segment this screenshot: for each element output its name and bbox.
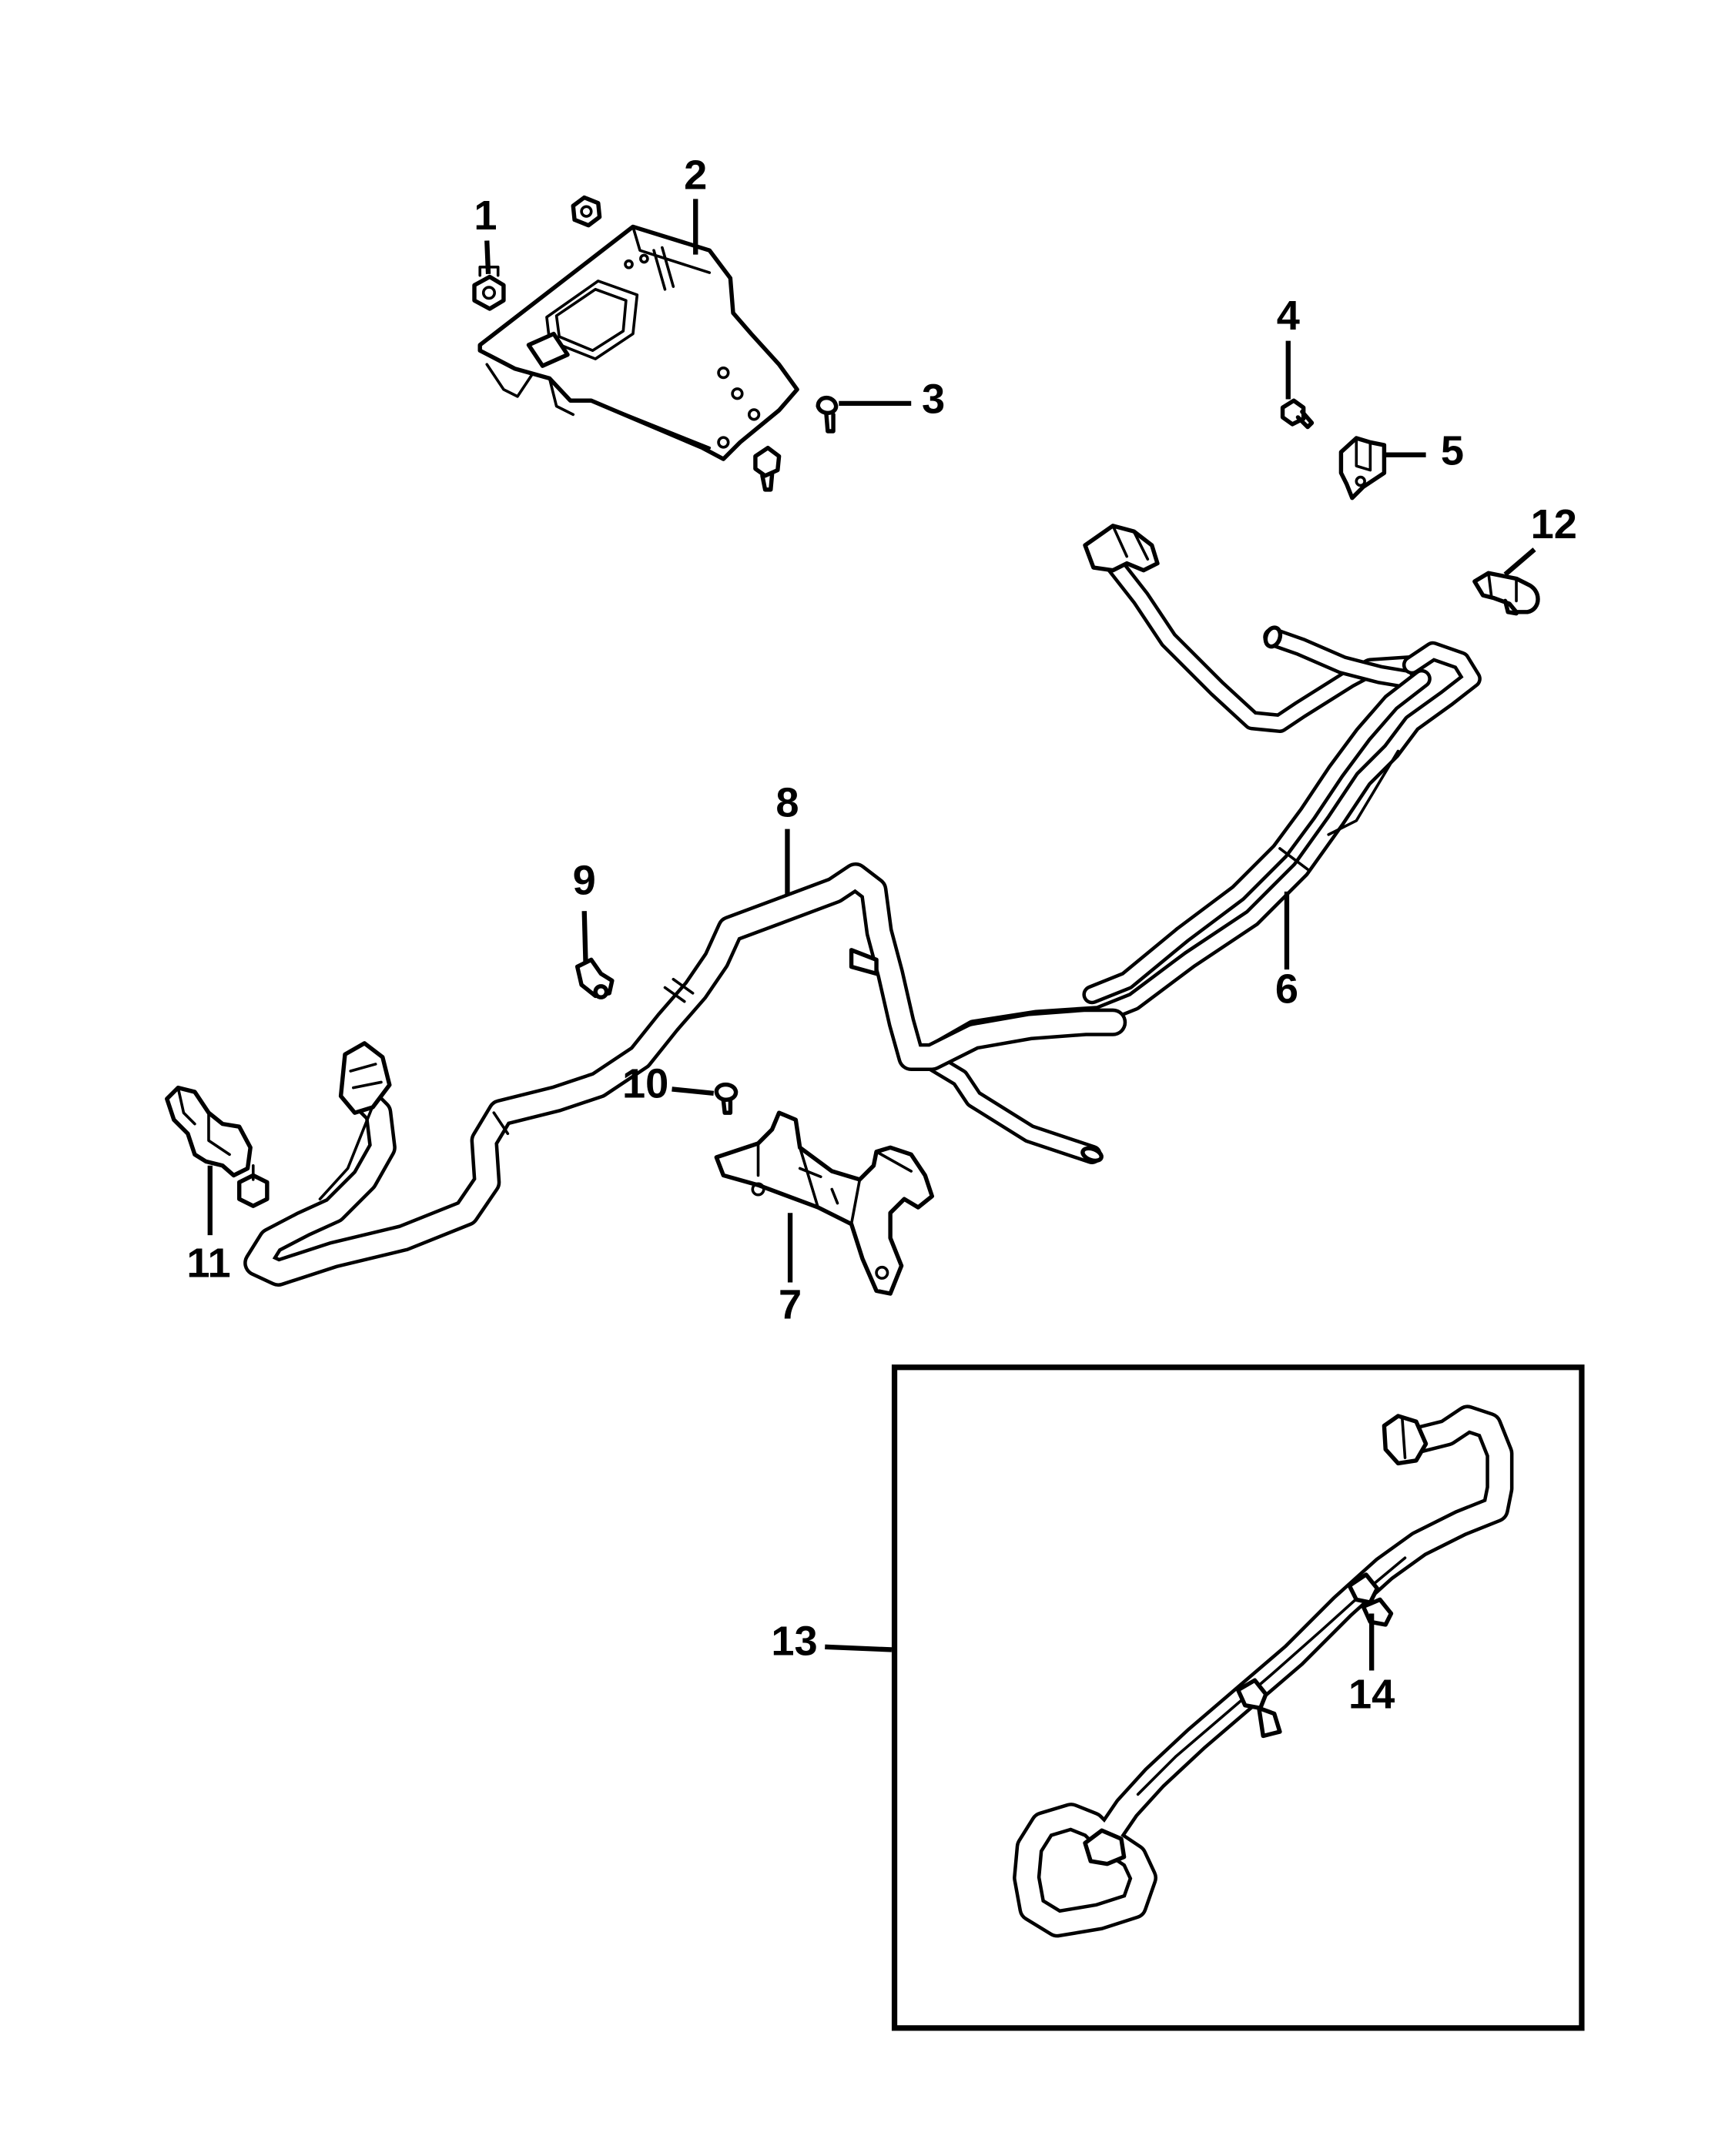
callout-3: 3 <box>922 377 945 423</box>
callout-labels: 1 2 3 4 5 6 7 8 9 10 11 12 13 14 <box>186 152 1577 1718</box>
leader-12 <box>1503 547 1536 577</box>
part-10-push-pin <box>714 1082 739 1115</box>
part-3-push-pin <box>816 395 839 434</box>
callout-11: 11 <box>186 1240 230 1286</box>
part-8-fuel-line <box>243 862 1127 1287</box>
callout-9: 9 <box>573 858 596 904</box>
part-2-mounting-plate <box>477 224 799 461</box>
part-9-clip <box>574 957 615 999</box>
leader-10 <box>672 1086 715 1096</box>
callout-14: 14 <box>1348 1671 1395 1717</box>
callout-8: 8 <box>775 779 799 825</box>
callout-7: 7 <box>779 1282 802 1328</box>
part-7-support-bracket <box>714 1110 935 1296</box>
part-4-bolt <box>1280 398 1315 430</box>
callout-13: 13 <box>771 1619 817 1665</box>
leader-13 <box>825 1644 893 1652</box>
part-12-clip <box>1472 571 1540 616</box>
part-13-fuel-line-detail <box>1013 1404 1514 1938</box>
leader-9 <box>581 911 588 963</box>
callout-4: 4 <box>1277 293 1300 339</box>
inset-detail-frame <box>891 1364 1585 2031</box>
callout-12: 12 <box>1531 501 1577 547</box>
upper-nut-fastener <box>571 195 602 228</box>
part-6-fuel-line-assembly <box>915 524 1482 1164</box>
callout-2: 2 <box>684 152 707 199</box>
callout-6: 6 <box>1275 966 1298 1012</box>
part-14-clip <box>1361 1597 1394 1627</box>
leader-1 <box>484 240 491 275</box>
callout-1: 1 <box>474 192 497 239</box>
leader-lines <box>207 199 1536 1671</box>
callout-5: 5 <box>1441 427 1464 474</box>
part-11-bracket <box>165 1085 270 1208</box>
callout-10: 10 <box>622 1060 668 1106</box>
part-5-clip <box>1338 436 1387 500</box>
lower-bolt-fastener <box>753 445 782 492</box>
